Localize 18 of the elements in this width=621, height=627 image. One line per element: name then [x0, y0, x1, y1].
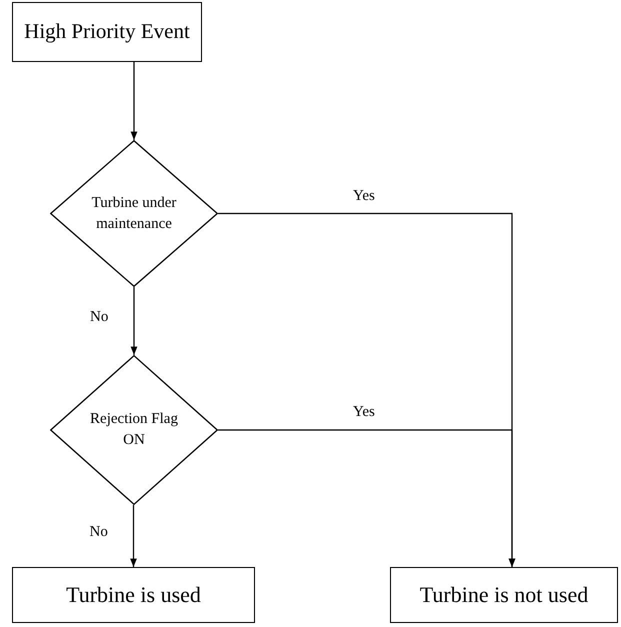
edge-label: Yes: [353, 188, 375, 204]
arrow: [130, 505, 137, 567]
node-text: Turbine under maintenance: [90, 194, 178, 234]
decision-diamond: [50, 355, 218, 505]
process-box: [390, 567, 618, 623]
node-text: Turbine is used: [66, 580, 201, 609]
node-text: Rejection Flag ON: [89, 410, 179, 450]
node-text: High Priority Event: [24, 18, 190, 46]
edge-label: No: [90, 524, 108, 541]
arrow: [218, 429, 516, 567]
process-box: [12, 567, 255, 623]
edge-label: Yes: [353, 404, 375, 421]
arrow: [130, 62, 138, 140]
node-text: Turbine is not used: [420, 580, 588, 609]
edge-label: No: [90, 309, 108, 326]
process-box: [12, 2, 202, 62]
arrow: [130, 287, 138, 355]
decision-diamond: [50, 140, 218, 287]
